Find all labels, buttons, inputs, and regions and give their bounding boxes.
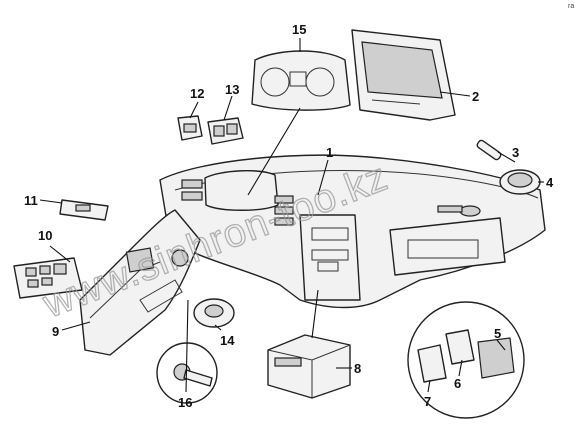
callout-2: 2	[472, 89, 479, 104]
callout-9: 9	[52, 324, 59, 339]
callout-13: 13	[225, 82, 239, 97]
leader-lines	[39, 38, 544, 393]
callout-14: 14	[220, 333, 235, 348]
switch-block-13	[207, 117, 244, 145]
switch-3	[476, 139, 502, 161]
callout-6: 6	[454, 376, 461, 391]
part-14	[193, 298, 235, 328]
corner-mark: ra	[568, 3, 574, 10]
callout-10: 10	[38, 228, 52, 243]
control-panel-10	[13, 257, 83, 299]
callout-7: 7	[424, 394, 431, 409]
monitor	[351, 29, 456, 121]
callout-4: 4	[546, 175, 554, 190]
callout-16: 16	[178, 395, 192, 410]
callout-12: 12	[190, 86, 204, 101]
callout-1: 1	[326, 145, 333, 160]
dashboard-panel	[159, 154, 546, 309]
instrument-cluster	[251, 50, 351, 111]
left-console	[79, 209, 201, 356]
callout-labels: 1 2 3 4 5 6 7 8 9 10 11 12 13 14 15 16	[24, 22, 554, 410]
callout-8: 8	[354, 361, 361, 376]
panel-11	[59, 199, 109, 221]
switch-block-12	[177, 115, 203, 141]
callout-11: 11	[24, 193, 38, 208]
callout-3: 3	[512, 145, 519, 160]
module-inset	[407, 301, 525, 419]
callout-5: 5	[494, 326, 501, 341]
unit-8	[267, 334, 351, 399]
callout-15: 15	[292, 22, 306, 37]
speaker-4	[499, 169, 541, 195]
